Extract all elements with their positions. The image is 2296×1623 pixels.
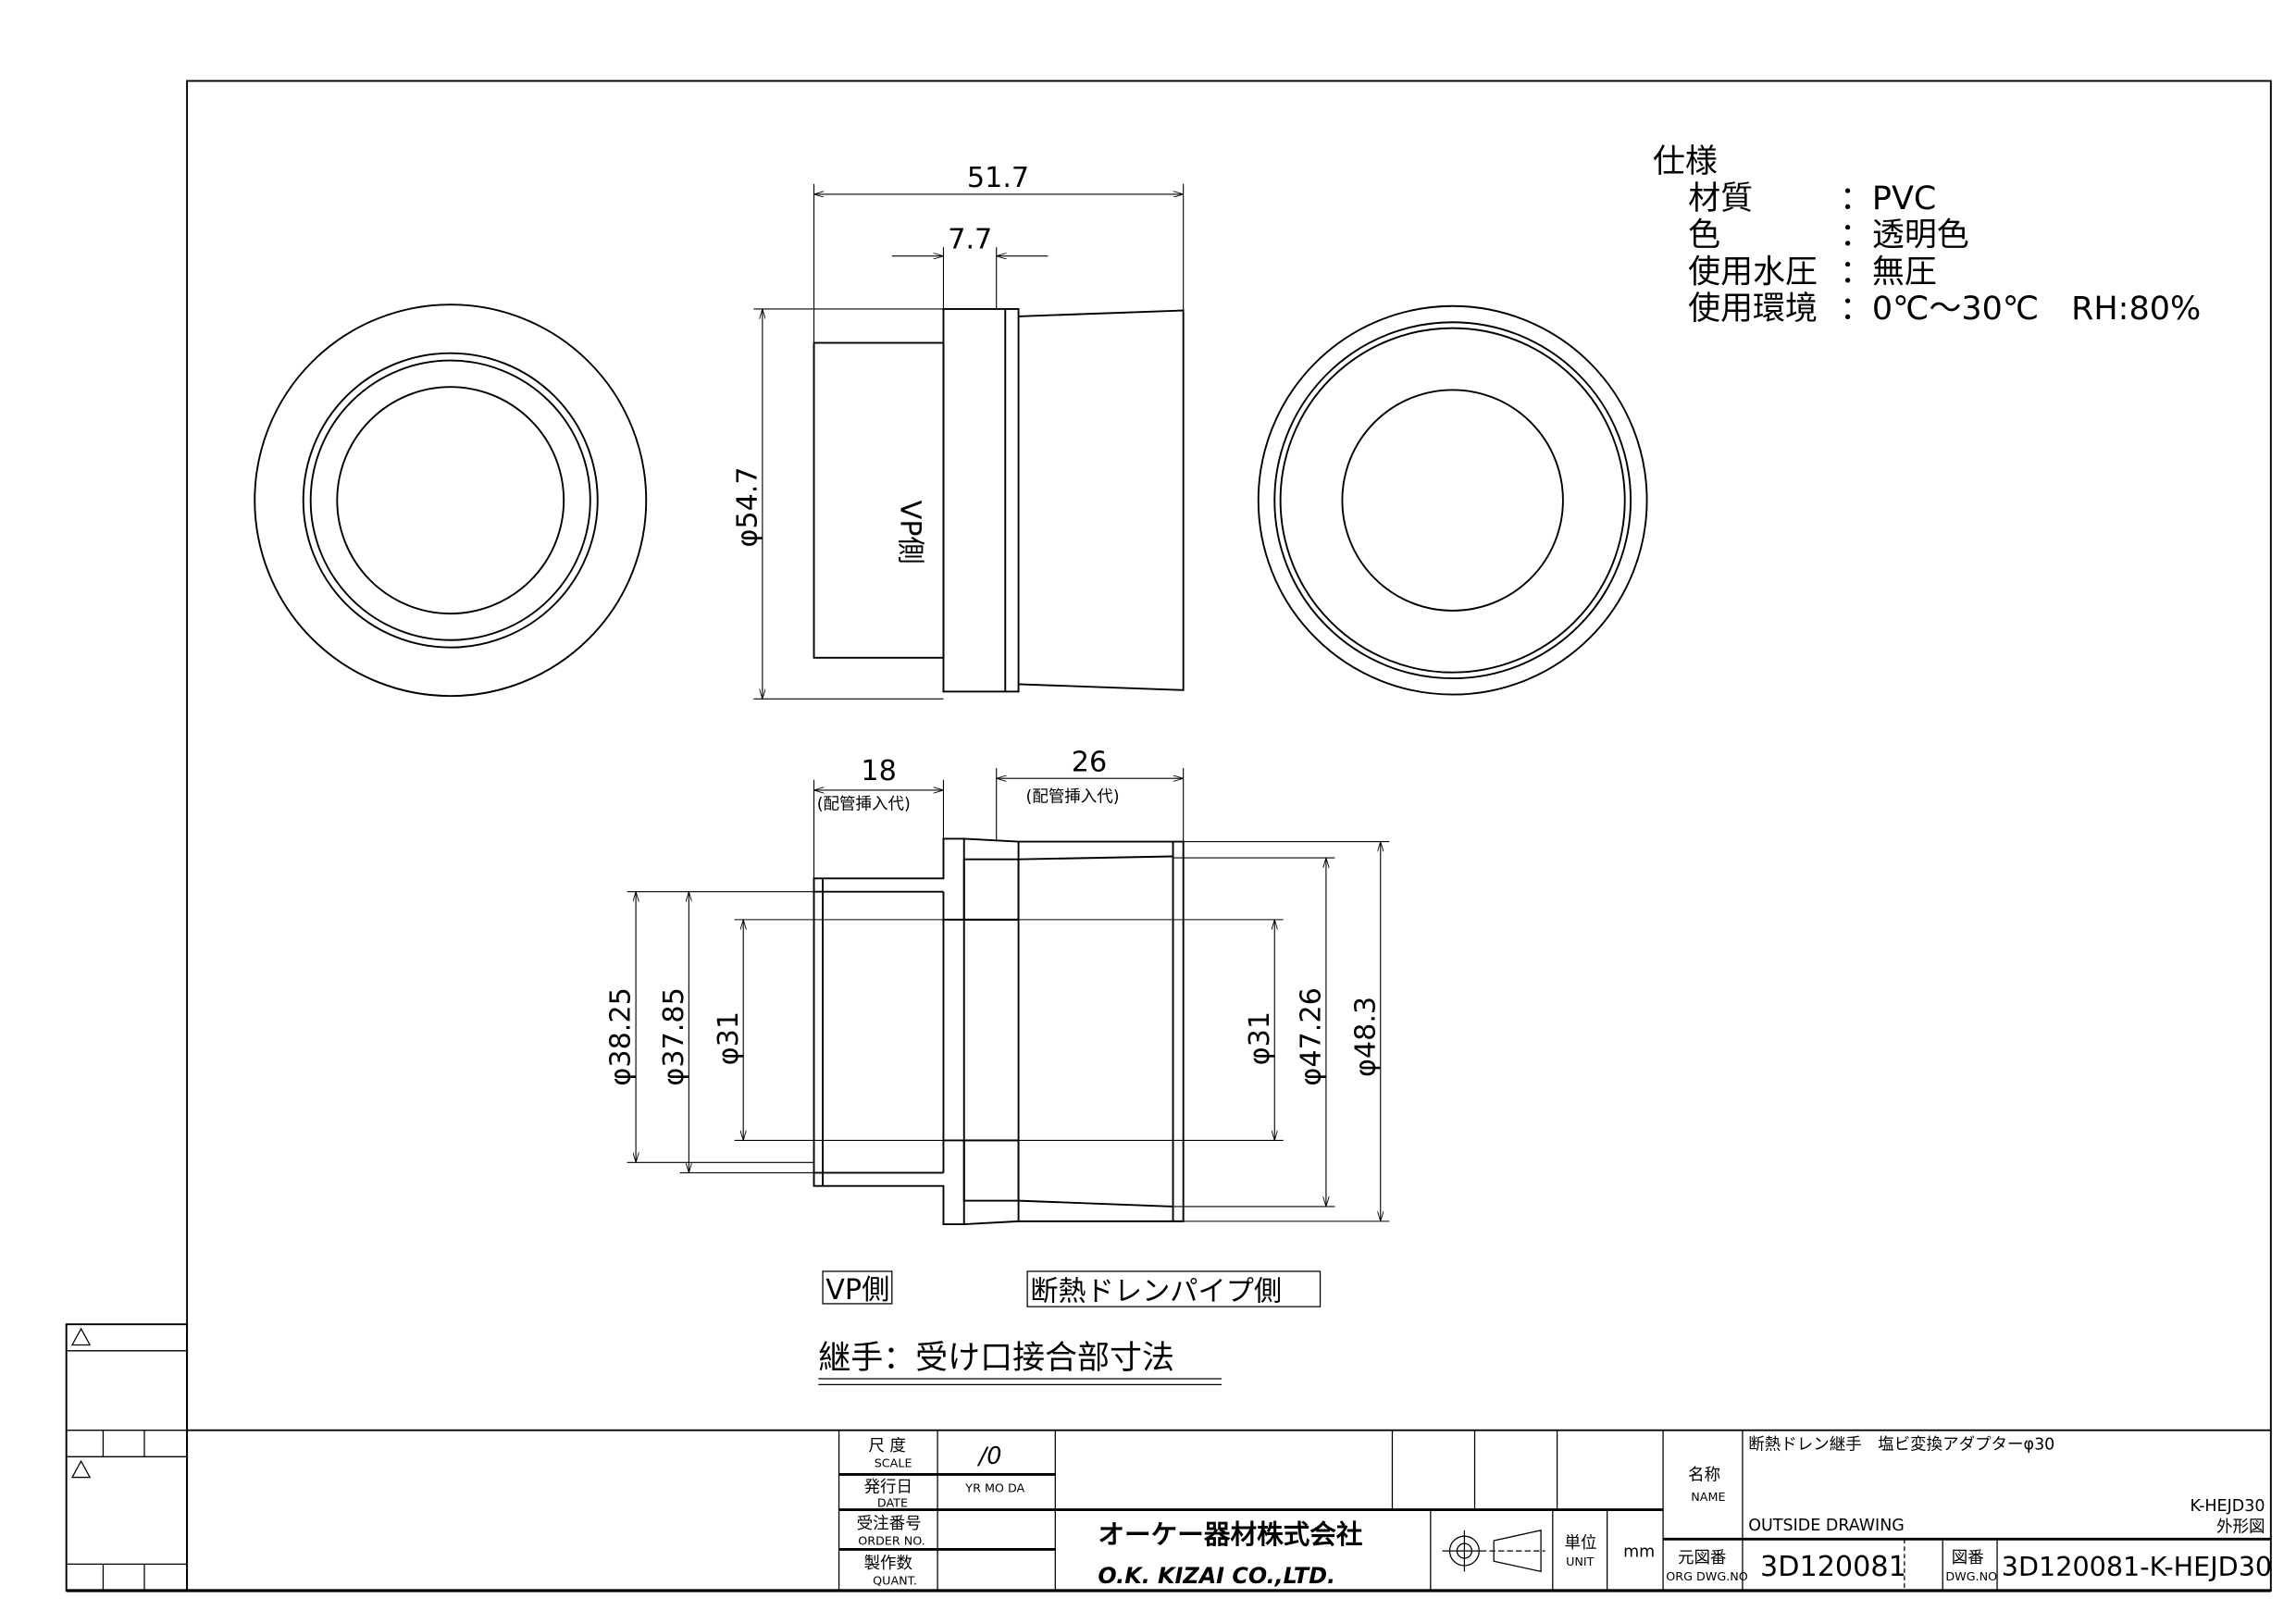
revision-block <box>65 1323 189 1592</box>
quant-en: QUANT. <box>873 1574 917 1588</box>
dim-flange: 7.7 <box>948 224 992 256</box>
revision-triangle-icon <box>70 1459 92 1479</box>
dim-31-left: φ31 <box>713 1011 745 1065</box>
spec-title: 仕様 <box>1653 143 1718 180</box>
spec-label: 材質 <box>1688 180 1753 217</box>
name-label: 名称 <box>1688 1467 1720 1485</box>
label-vp-side: VP側 <box>825 1274 889 1307</box>
dim-48-3: φ48.3 <box>1349 997 1382 1077</box>
product-name: 断熱ドレン継手 塩ビ変換アダプターφ30 <box>1748 1435 2054 1454</box>
scale-en: SCALE <box>875 1456 912 1469</box>
section-view: 18 (配管挿入代) 26 (配管挿入代) φ38.25 φ37.85 φ31 … <box>605 746 1390 1226</box>
org-dwg-en: ORG DWG.NO <box>1666 1569 1748 1583</box>
dim-37-85: φ37.85 <box>658 987 690 1085</box>
date-en: DATE <box>877 1495 908 1509</box>
dim-drain-insert-note: (配管挿入代) <box>1026 788 1120 807</box>
company-name-en: O.K. KIZAI CO.,LTD. <box>1098 1563 1335 1589</box>
dwg-label: 図番 <box>1952 1549 1984 1567</box>
scale-value: ∕0 <box>977 1442 1002 1469</box>
spec-label: 色 <box>1688 217 1720 254</box>
org-dwg-label: 元図番 <box>1678 1549 1726 1567</box>
end-view-vp-side <box>254 304 648 698</box>
dwg-number: 3D120081-K-HEJD30 <box>2002 1551 2272 1582</box>
dim-31-right: φ31 <box>1244 1011 1276 1065</box>
revision-triangle-icon <box>70 1327 92 1346</box>
order-label: 受注番号 <box>857 1515 922 1533</box>
unit-en: UNIT <box>1566 1555 1595 1568</box>
quant-label: 製作数 <box>864 1555 912 1573</box>
unit-value: mm <box>1623 1542 1655 1561</box>
spec-label: 使用水圧 <box>1688 254 1818 291</box>
spec-label: 使用環境 <box>1688 291 1818 328</box>
date-label: 発行日 <box>864 1478 912 1496</box>
spec-value: ：0℃～30℃ RH:80% <box>1840 291 2201 328</box>
spec-block: 仕様 材質 ：PVC 色 ：透明色 使用水圧 ：無圧 使用環境 ：0℃～30℃ … <box>1653 143 2201 328</box>
end-view-drain-side <box>1257 304 1648 696</box>
unit-label: 単位 <box>1565 1534 1597 1553</box>
name-en: NAME <box>1691 1490 1725 1504</box>
third-angle-projection-icon <box>1442 1530 1545 1573</box>
date-fields: YR MO DA <box>964 1481 1024 1494</box>
org-dwg-number: 3D120081 <box>1760 1551 1906 1583</box>
spec-value: ：無圧 <box>1840 254 1937 291</box>
dim-47-26: φ47.26 <box>1296 987 1328 1085</box>
company-name-jp: オーケー器材株式会社 <box>1098 1518 1362 1550</box>
dim-outer-dia: φ54.7 <box>732 466 764 547</box>
order-en: ORDER NO. <box>858 1534 925 1548</box>
dwg-en: DWG.NO <box>1945 1569 1997 1583</box>
spec-value: ：PVC <box>1840 180 1936 217</box>
dim-overall-length: 51.7 <box>967 162 1029 194</box>
scale-label: 尺 度 <box>868 1437 906 1456</box>
model-number: K-HEJD30 <box>2190 1497 2265 1516</box>
label-drain-side: 断熱ドレンパイプ側 <box>1030 1276 1282 1308</box>
dim-vp-insert-note: (配管挿入代) <box>817 796 911 814</box>
title-block: 尺 度 SCALE ∕0 発行日 DATE YR MO DA 受注番号 ORDE… <box>66 1429 2272 1592</box>
spec-value: ：透明色 <box>1840 217 1969 254</box>
dim-drain-insert: 26 <box>1072 746 1107 778</box>
dim-38-25: φ38.25 <box>605 987 638 1085</box>
dim-vp-insert: 18 <box>861 755 896 787</box>
drawing-type-jp: 外形図 <box>2216 1518 2265 1536</box>
drawing-type-en: OUTSIDE DRAWING <box>1748 1517 1905 1535</box>
side-view: VP側 51.7 7.7 φ54.7 <box>732 162 1185 700</box>
caption: 継手：受け口接合部寸法 <box>818 1340 1174 1377</box>
vp-side-label: VP側 <box>893 501 925 564</box>
